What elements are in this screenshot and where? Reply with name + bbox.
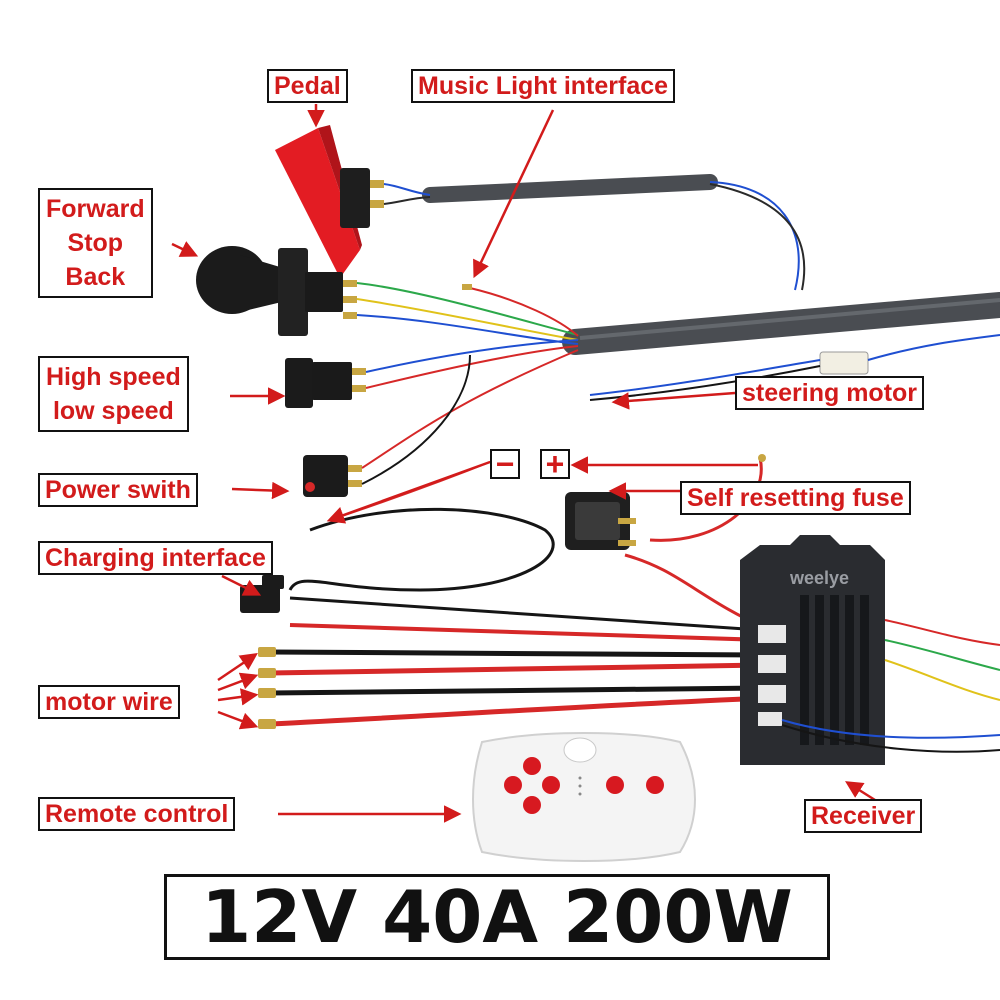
plus-terminal-label: + (540, 448, 570, 480)
terminal-icon (258, 719, 276, 729)
shift-knob-icon (196, 246, 579, 345)
spec-banner: 12V 40A 200W (164, 874, 830, 960)
music-light-interface-label: Music Light interface (411, 69, 676, 103)
terminal-icon (258, 647, 276, 657)
pedal-icon (275, 125, 431, 278)
motor-wires (258, 623, 766, 729)
charging-interface-label: Charging interface (38, 541, 273, 575)
terminal-icon (258, 688, 276, 698)
high-speed-text: High speed (46, 363, 181, 391)
main-harness-cable (562, 292, 1000, 355)
forward-stop-back-label: Forward Stop Back (38, 188, 153, 298)
receiver-box-icon (740, 535, 1000, 765)
fuse-icon (565, 492, 636, 550)
pedal-cable (422, 174, 718, 203)
self-resetting-fuse-label: Self resetting fuse (680, 481, 911, 515)
power-switch-icon (303, 349, 579, 497)
pedal-label: Pedal (267, 69, 348, 103)
steering-motor-label: steering motor (735, 376, 925, 410)
low-speed-text: low speed (52, 397, 174, 425)
terminal-icon (258, 668, 276, 678)
speed-label: High speed low speed (38, 356, 189, 432)
rocker-switch-icon (285, 339, 579, 408)
remote-control-label: Remote control (38, 797, 236, 831)
minus-terminal-label: − (490, 448, 520, 480)
charging-port-icon (240, 575, 284, 613)
back-text: Back (65, 263, 126, 291)
receiver-brand-text: weelye (790, 568, 850, 588)
motor-wire-label: motor wire (38, 685, 180, 719)
power-switch-label: Power swith (38, 473, 198, 507)
receiver-label: Receiver (804, 799, 923, 833)
stop-text: Stop (67, 229, 124, 257)
callout-arrows (171, 104, 876, 823)
forward-text: Forward (46, 195, 145, 223)
remote-control-icon (472, 732, 696, 862)
